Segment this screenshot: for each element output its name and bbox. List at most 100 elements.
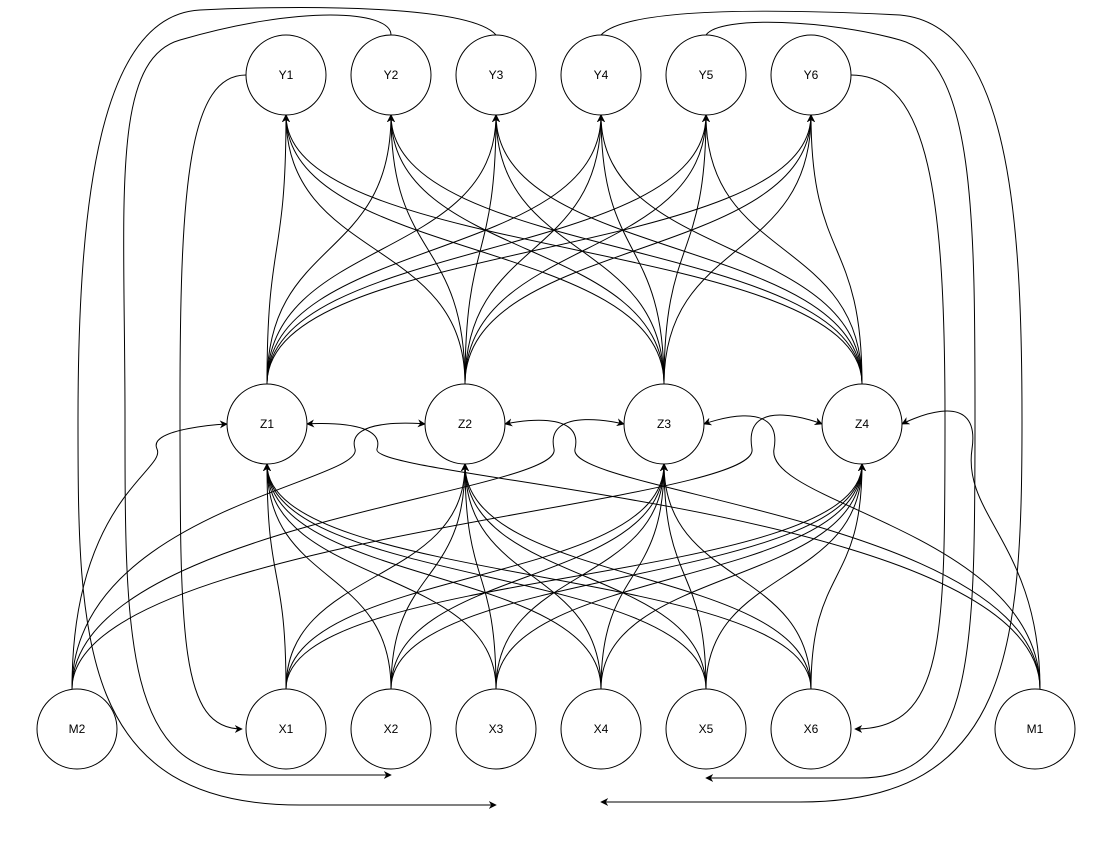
edge-z1-y3 (266, 114, 500, 385)
edge-m1-z3 (703, 415, 1041, 690)
edge-y3-x3 (77, 7, 497, 809)
edge-x5-z3 (660, 463, 707, 690)
edge-z2-y1 (282, 114, 466, 385)
edge-z2-y2 (387, 114, 466, 385)
node-m2-label: M2 (69, 722, 86, 736)
edge-x3-z3 (495, 463, 668, 690)
edges-layer (71, 7, 1041, 809)
node-z2[interactable]: Z2 (424, 383, 506, 465)
edge-z1-y1 (266, 114, 290, 385)
node-x2-label: X2 (384, 722, 399, 736)
node-y1-label: Y1 (279, 68, 294, 82)
node-x1[interactable]: X1 (245, 688, 327, 770)
node-y2-label: Y2 (384, 68, 399, 82)
edge-x6-z4 (810, 463, 866, 690)
edge-m1-z1 (306, 419, 1041, 690)
edge-z3-y6 (663, 114, 815, 385)
edge-x3-z1 (263, 463, 497, 690)
node-x6[interactable]: X6 (770, 688, 852, 770)
node-x4[interactable]: X4 (560, 688, 642, 770)
edge-z2-y4 (464, 114, 605, 385)
node-y6-label: Y6 (804, 68, 819, 82)
node-x6-label: X6 (804, 722, 819, 736)
node-x2[interactable]: X2 (350, 688, 432, 770)
edge-x3-z4 (495, 463, 866, 690)
node-y5[interactable]: Y5 (665, 34, 747, 116)
edge-y1-x1 (179, 74, 247, 733)
edge-x1-z3 (285, 463, 668, 690)
edge-x3-z2 (461, 463, 497, 690)
edge-x2-z3 (390, 463, 668, 690)
edge-m1-z2 (504, 418, 1041, 690)
edge-z4-y1 (282, 114, 863, 385)
edge-x1-z1 (263, 463, 287, 690)
node-x3-label: X3 (489, 722, 504, 736)
node-m1-label: M1 (1027, 722, 1044, 736)
edge-x5-z4 (705, 463, 866, 690)
edge-m2-z2 (71, 419, 426, 690)
edge-z4-y5 (702, 114, 863, 385)
edge-y5-x5 (705, 21, 976, 782)
edge-z4-y3 (492, 114, 863, 385)
node-x5-label: X5 (699, 722, 714, 736)
node-x3[interactable]: X3 (455, 688, 537, 770)
node-m2[interactable]: M2 (36, 688, 118, 770)
node-z1-label: Z1 (260, 417, 274, 431)
node-m1[interactable]: M1 (994, 688, 1076, 770)
edge-x4-z2 (461, 463, 602, 690)
edge-z3-y2 (387, 114, 665, 385)
edge-x4-z4 (600, 463, 866, 690)
edge-z3-y3 (492, 114, 665, 385)
edge-z1-y5 (266, 114, 710, 385)
node-z1[interactable]: Z1 (226, 383, 308, 465)
edge-x5-z1 (263, 463, 707, 690)
edge-z1-y4 (266, 114, 605, 385)
edge-z2-y3 (464, 114, 500, 385)
node-y3-label: Y3 (489, 68, 504, 82)
node-z3[interactable]: Z3 (623, 383, 705, 465)
edge-z3-y1 (282, 114, 665, 385)
node-y6[interactable]: Y6 (770, 34, 852, 116)
node-y5-label: Y5 (699, 68, 714, 82)
edge-x1-z2 (285, 463, 469, 690)
edge-y6-x6 (850, 74, 946, 733)
edge-x4-z3 (600, 463, 668, 690)
edge-x6-z1 (263, 463, 812, 690)
edge-m2-z1 (71, 420, 228, 690)
edge-x4-z1 (263, 463, 602, 690)
node-y3[interactable]: Y3 (455, 34, 537, 116)
edge-x2-z2 (390, 463, 469, 690)
node-z4[interactable]: Z4 (821, 383, 903, 465)
edge-z1-y2 (266, 114, 395, 385)
edge-m2-z4 (71, 414, 823, 690)
edge-z4-y2 (387, 114, 863, 385)
edge-x6-z3 (660, 463, 812, 690)
edge-x5-z2 (461, 463, 707, 690)
edge-x2-z1 (263, 463, 392, 690)
node-y4[interactable]: Y4 (560, 34, 642, 116)
edge-z3-y5 (663, 114, 710, 385)
edge-x2-z4 (390, 463, 866, 690)
edge-z3-y4 (597, 114, 665, 385)
edge-m1-z4 (901, 410, 1041, 690)
node-x4-label: X4 (594, 722, 609, 736)
node-y2[interactable]: Y2 (350, 34, 432, 116)
node-z2-label: Z2 (458, 417, 472, 431)
edge-x6-z2 (461, 463, 812, 690)
node-y4-label: Y4 (594, 68, 609, 82)
edge-z2-y6 (464, 114, 815, 385)
edge-y2-x2 (123, 14, 392, 779)
node-x1-label: X1 (279, 722, 294, 736)
node-z4-label: Z4 (855, 417, 869, 431)
edge-y4-x4 (600, 10, 1023, 806)
node-y1[interactable]: Y1 (245, 34, 327, 116)
edge-z4-y4 (597, 114, 863, 385)
node-x5[interactable]: X5 (665, 688, 747, 770)
edge-m2-z3 (71, 418, 625, 690)
edge-x1-z4 (285, 463, 866, 690)
node-z3-label: Z3 (657, 417, 671, 431)
edge-z1-y6 (266, 114, 815, 385)
edge-z2-y5 (464, 114, 710, 385)
nodes-layer: Y1 Y2 Y3 Y4 Y5 Y6 Z1 Z2 Z3 Z4 X1 X2 X3 X… (36, 34, 1076, 770)
